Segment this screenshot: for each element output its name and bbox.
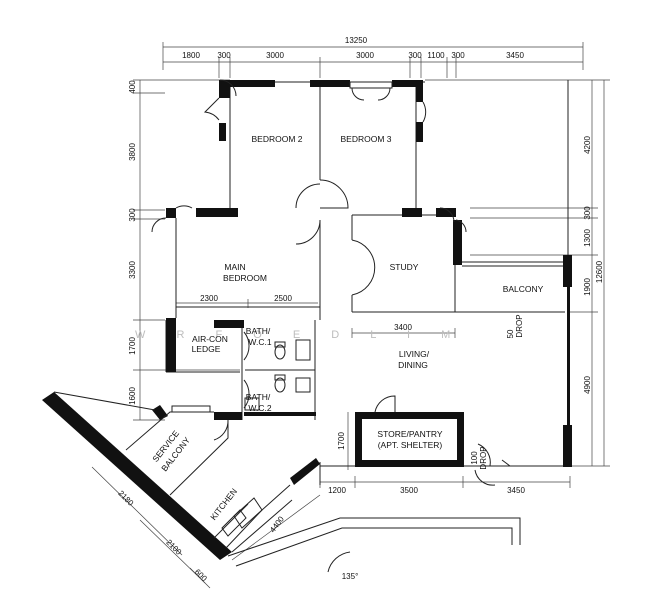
dim-left-1: 400	[128, 80, 137, 94]
dim-top-2: 300	[217, 51, 231, 60]
dim-right-5: 4900	[583, 376, 592, 394]
dim-mb-right: 2500	[274, 294, 292, 303]
room-main-bedroom-2: BEDROOM	[223, 273, 267, 283]
dim-bottom-2: 3500	[400, 486, 418, 495]
dim-top-7: 300	[451, 51, 465, 60]
dim-top-8: 3450	[506, 51, 524, 60]
dim-left-2: 3800	[128, 143, 137, 161]
room-balcony: BALCONY	[503, 284, 544, 294]
dim-right-outer: 12600	[595, 260, 604, 283]
angled-outlines	[53, 391, 521, 567]
room-bedroom-2: BEDROOM 2	[251, 134, 302, 144]
dimension-lines	[91, 42, 610, 589]
drop-store-value: 100	[470, 451, 479, 465]
dim-left-3: 300	[128, 208, 137, 222]
dim-right-1: 4200	[583, 136, 592, 154]
dim-overall-width: 13250	[345, 36, 368, 45]
dim-right-2: 300	[583, 206, 592, 220]
dim-diagonal-3: 600	[193, 567, 209, 583]
room-aircon-1: AIR-CON	[192, 334, 228, 344]
dim-left-6: 1600	[128, 387, 137, 405]
room-study: STUDY	[390, 262, 419, 272]
dim-store-height: 1700	[337, 432, 346, 450]
room-main-bedroom-1: MAIN	[224, 262, 245, 272]
room-bath2-1: BATH/	[246, 392, 271, 402]
dim-diagonal-1: 2180	[116, 489, 135, 508]
room-store-1: STORE/PANTRY	[377, 429, 443, 439]
dim-bottom-1: 1200	[328, 486, 346, 495]
watermark: W R F O E D L I M	[135, 329, 464, 341]
room-labels: BEDROOM 2 BEDROOM 3 MAIN BEDROOM STUDY B…	[150, 134, 543, 522]
room-bath1-1: BATH/	[246, 326, 271, 336]
dim-top-1: 1800	[182, 51, 200, 60]
dim-left-5: 1700	[128, 337, 137, 355]
room-bath2-2: W.C.2	[248, 403, 271, 413]
doors	[151, 79, 511, 573]
thick-walls	[42, 80, 572, 560]
dim-top-5: 300	[408, 51, 422, 60]
room-bath1-2: W.C.1	[248, 337, 271, 347]
dimension-texts: 13250 1800 300 3000 3000 300 1100 300 34…	[116, 36, 604, 584]
dim-angle: 135°	[342, 572, 359, 581]
drop-balcony-value: 50	[506, 329, 515, 338]
dim-top-4: 3000	[356, 51, 374, 60]
dim-right-4: 1900	[583, 278, 592, 296]
fixtures	[171, 339, 311, 537]
room-store-2: (APT. SHELTER)	[378, 440, 443, 450]
dim-left-4: 3300	[128, 261, 137, 279]
dim-study-width: 3400	[394, 323, 412, 332]
dim-kitchen-length: 4400	[268, 514, 286, 534]
dim-mb-left: 2300	[200, 294, 218, 303]
dim-right-3: 1300	[583, 229, 592, 247]
room-aircon-2: LEDGE	[192, 344, 221, 354]
dim-top-6: 1100	[427, 51, 445, 60]
room-bedroom-3: BEDROOM 3	[340, 134, 391, 144]
room-living-1: LIVING/	[399, 349, 430, 359]
dim-bottom-3: 3450	[507, 486, 525, 495]
dim-top-3: 3000	[266, 51, 284, 60]
drop-store-label: DROP	[479, 446, 488, 469]
room-living-2: DINING	[398, 360, 428, 370]
drop-balcony-label: DROP	[515, 314, 524, 337]
